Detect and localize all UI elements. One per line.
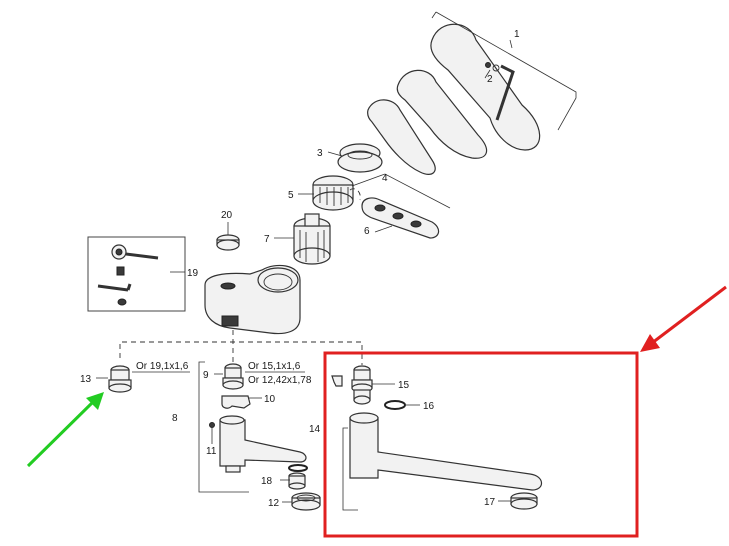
label-6: 6 <box>364 226 370 237</box>
handle-medium <box>396 69 488 159</box>
handle-screw <box>485 62 491 68</box>
bracket-1 <box>435 11 577 131</box>
aerator-17-part <box>510 492 538 510</box>
aerator-12-part <box>291 492 321 511</box>
label-3: 3 <box>317 148 323 159</box>
connector-15-part <box>331 365 373 405</box>
cartridge-part <box>293 213 331 265</box>
connector-9-part <box>222 363 244 390</box>
leader-lines <box>96 39 513 503</box>
cap-part <box>216 234 240 251</box>
bracket-8 <box>198 361 249 493</box>
label-14: 14 <box>309 424 321 435</box>
label-10: 10 <box>264 394 276 405</box>
screw-kit-box <box>87 236 186 312</box>
handle-large <box>430 23 541 151</box>
oring-16-part <box>384 400 406 410</box>
spec-label-9b: Or 12,42x1,78 <box>248 375 312 386</box>
highlight-box <box>323 351 639 538</box>
label-9: 9 <box>203 370 209 381</box>
label-17: 17 <box>484 497 496 508</box>
label-12: 12 <box>268 498 280 509</box>
label-11: 11 <box>206 446 217 457</box>
green-arrow-icon <box>26 392 104 468</box>
label-7: 7 <box>264 234 270 245</box>
clip-10-part <box>221 395 251 409</box>
handle-plug <box>492 64 500 72</box>
bracket-14 <box>342 427 358 511</box>
bracket-4 <box>351 173 451 209</box>
connection-lines <box>119 330 363 365</box>
cover-ring-part <box>337 143 383 173</box>
label-8: 8 <box>172 413 178 424</box>
label-15: 15 <box>398 380 410 391</box>
spec-label-13: Or 19,1x1,6 <box>136 361 189 372</box>
label-20: 20 <box>221 210 233 221</box>
threaded-ring-part <box>312 175 354 211</box>
aerator-18-part <box>288 464 308 490</box>
label-4: 4 <box>382 173 388 184</box>
label-2: 2 <box>487 74 493 85</box>
limiter-plate-part <box>349 173 451 239</box>
spec-label-9a: Or 15,1x1,6 <box>248 361 301 372</box>
label-18: 18 <box>261 476 273 487</box>
label-16: 16 <box>423 401 435 412</box>
short-spout-part <box>198 361 307 493</box>
label-5: 5 <box>288 190 294 201</box>
handle-set-group <box>367 11 577 175</box>
long-spout-part <box>342 412 543 511</box>
label-1: 1 <box>514 29 520 40</box>
label-13: 13 <box>80 374 92 385</box>
connector-13-part <box>108 365 132 393</box>
part-labels: 1 2 3 4 5 6 7 8 9 10 11 12 13 14 15 16 1… <box>80 29 520 509</box>
mixer-body-part <box>204 264 301 335</box>
label-19: 19 <box>187 268 199 279</box>
allen-key-icon <box>495 64 515 121</box>
handle-small <box>367 99 436 175</box>
ball-11-part <box>209 422 215 428</box>
red-arrow-icon <box>640 285 727 352</box>
